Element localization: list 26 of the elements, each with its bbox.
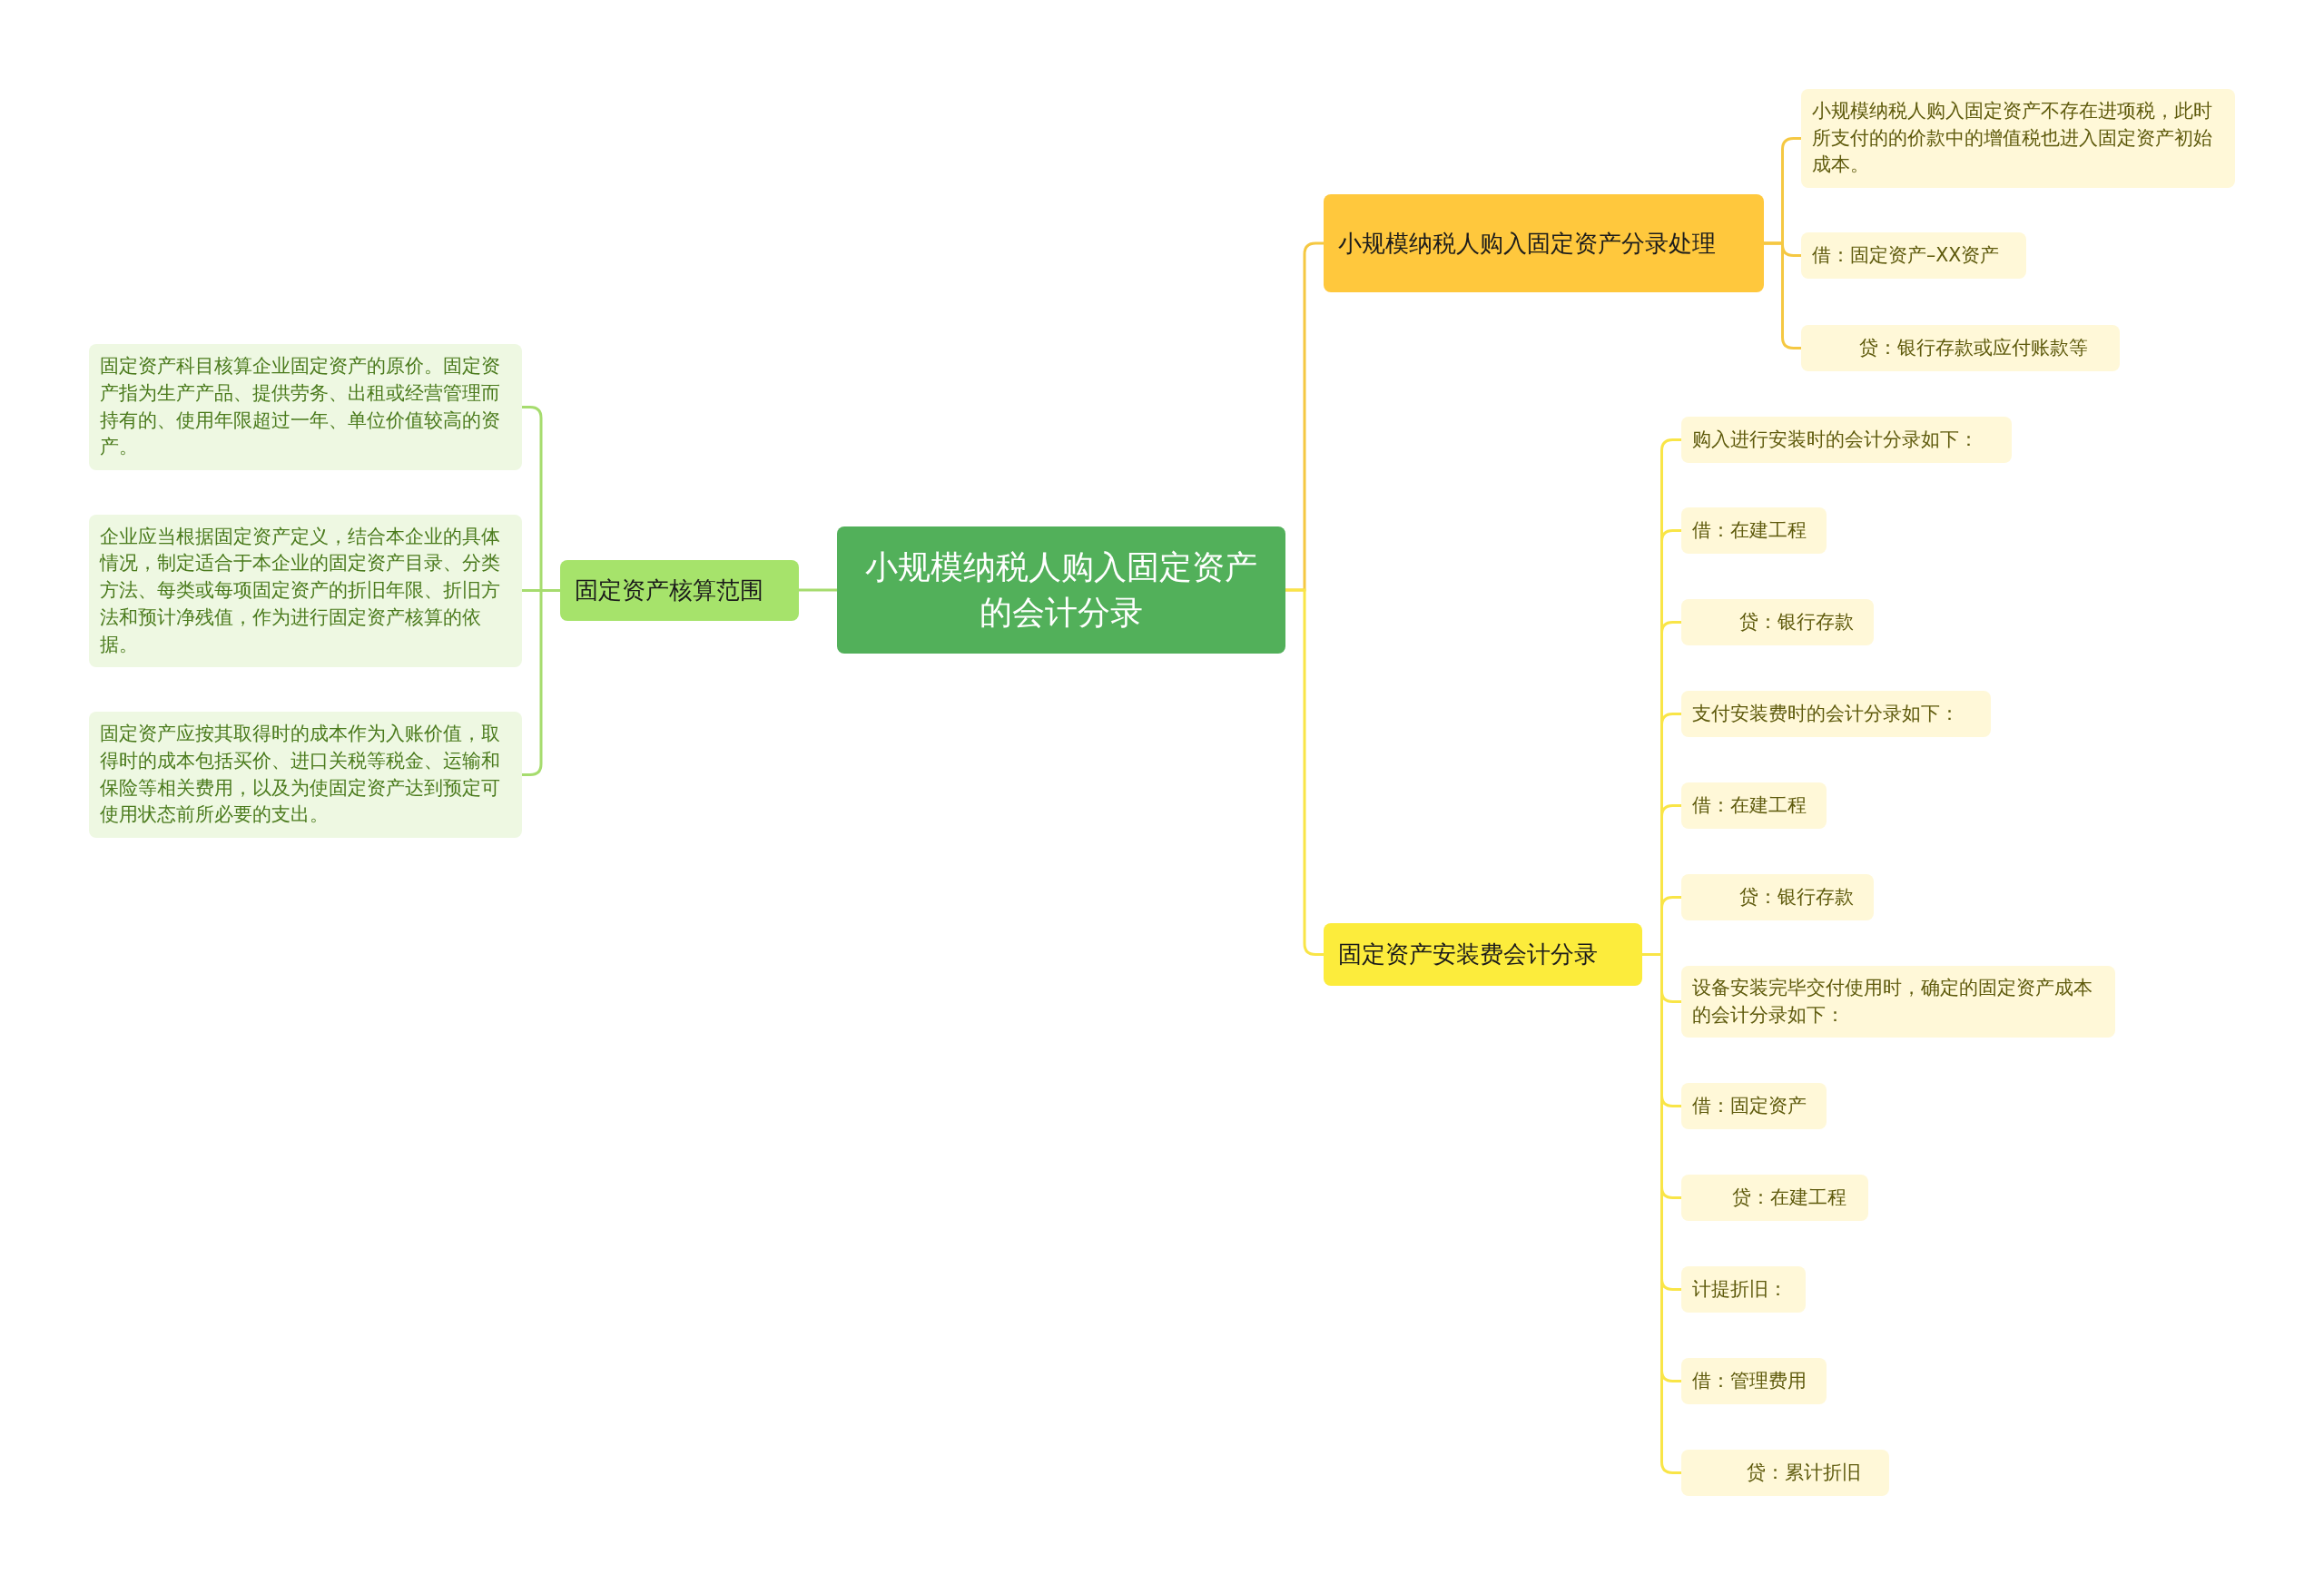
branch-topic: 固定资产安装费会计分录 — [1324, 923, 1642, 986]
connector-line — [1764, 241, 1801, 349]
note-card: 设备安装完毕交付使用时，确定的固定资产成本的会计分录如下： — [1681, 966, 2115, 1038]
note-card: 借：在建工程 — [1681, 782, 1827, 829]
note-card: 贷：银行存款或应付账款等 — [1801, 325, 2120, 371]
note-card: 企业应当根据固定资产定义，结合本企业的具体情况，制定适合于本企业的固定资产目录、分类方法、每类或每项固定资产的折旧年限、折旧方法和预计净残值，作为进行固定资产核算的依据。 — [89, 515, 522, 667]
connector-line — [522, 589, 560, 776]
note-card: 贷：银行存款 — [1681, 874, 1874, 920]
connector-line — [799, 588, 837, 592]
branch-topic: 小规模纳税人购入固定资产分录处理 — [1324, 194, 1764, 292]
note-card: 小规模纳税人购入固定资产不存在进项税，此时所支付的的价款中的增值税也进入固定资产初始成本。 — [1801, 89, 2235, 188]
note-card: 贷：累计折旧 — [1681, 1450, 1889, 1496]
note-card: 贷：银行存款 — [1681, 599, 1874, 645]
note-card: 借：管理费用 — [1681, 1358, 1827, 1404]
connector-line — [1285, 588, 1324, 956]
note-card: 固定资产科目核算企业固定资产的原价。固定资产指为生产产品、提供劳务、出租或经营管理而持有的、使用年限超过一年、单位价值较高的资产。 — [89, 344, 522, 470]
note-card: 贷：在建工程 — [1681, 1175, 1868, 1221]
note-card: 借：在建工程 — [1681, 507, 1827, 554]
central-topic: 小规模纳税人购入固定资产的会计分录 — [837, 526, 1285, 654]
note-card: 借：固定资产–XX资产 — [1801, 232, 2026, 279]
note-card: 支付安装费时的会计分录如下： — [1681, 691, 1991, 737]
note-card: 购入进行安装时的会计分录如下： — [1681, 417, 2012, 463]
branch-topic: 固定资产核算范围 — [560, 560, 799, 621]
note-card: 计提折旧： — [1681, 1266, 1806, 1313]
note-card: 固定资产应按其取得时的成本作为入账价值，取得时的成本包括买价、进口关税等税金、运输和保险等相关费用，以及为使固定资产达到预定可使用状态前所必要的支出。 — [89, 712, 522, 838]
note-card: 借：固定资产 — [1681, 1083, 1827, 1129]
